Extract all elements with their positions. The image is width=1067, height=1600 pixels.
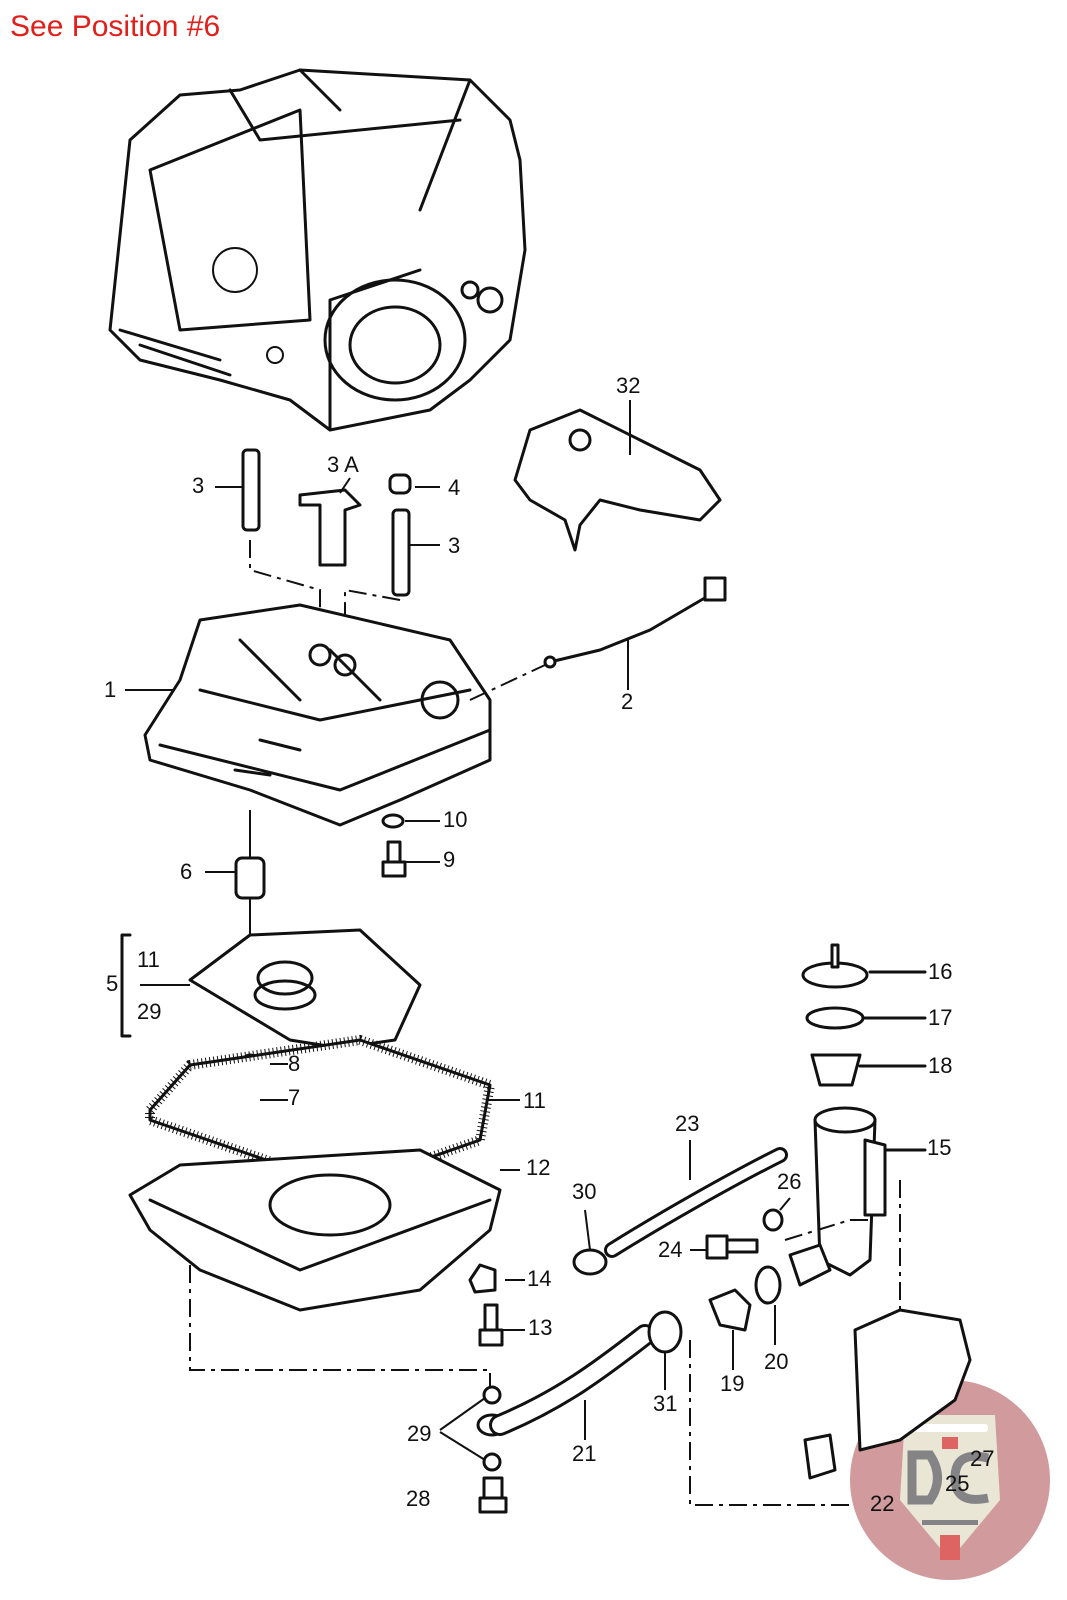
callout: 3 A (327, 452, 359, 477)
callout: 17 (928, 1005, 952, 1030)
logo-bottom-lettering (922, 1520, 978, 1525)
callout: 7 (288, 1085, 300, 1110)
logo-letter-c (950, 1451, 990, 1504)
callout: 10 (443, 807, 467, 832)
callout: 9 (443, 847, 455, 872)
logo-letter-d (907, 1450, 942, 1505)
part-32-cover (513, 408, 722, 552)
washer-29-bottom (482, 1452, 502, 1472)
seal-17 (805, 1006, 865, 1030)
callout: 3 (192, 473, 204, 498)
dcauto-watermark-logo (850, 1380, 1050, 1580)
callout: 20 (764, 1349, 788, 1374)
washer-26 (762, 1208, 784, 1232)
washer-29-top (482, 1385, 502, 1405)
callout: 32 (616, 373, 640, 398)
callout: 19 (720, 1371, 744, 1396)
gasket-11 (145, 1034, 496, 1181)
callout: 29 (407, 1421, 431, 1446)
bolt-28 (478, 1476, 508, 1514)
reservoir-15 (788, 1106, 887, 1287)
bolt-9 (381, 840, 407, 878)
page-title: See Position #6 (10, 10, 221, 43)
callout: 28 (406, 1486, 430, 1511)
callout: 11 (523, 1088, 546, 1113)
strainer-31 (647, 1310, 683, 1354)
bolt-24 (705, 1234, 759, 1260)
callout: 23 (675, 1111, 699, 1136)
spacer-6 (234, 856, 266, 900)
cable-part-2 (469, 576, 727, 701)
callout: 22 (870, 1491, 894, 1516)
transmission-housing (108, 68, 527, 432)
callout: 8 (288, 1051, 300, 1076)
callout: 25 (945, 1471, 969, 1496)
callout: 5 (106, 971, 118, 996)
callout: 14 (527, 1266, 551, 1291)
clip-14 (468, 1263, 497, 1294)
washer-10 (381, 813, 405, 829)
callout: 24 (658, 1237, 682, 1262)
callout: 21 (572, 1441, 596, 1466)
callout: 16 (928, 959, 952, 984)
shafts (241, 448, 412, 650)
callout: 30 (572, 1179, 596, 1204)
callout: 1 (104, 677, 116, 702)
filter-5 (120, 928, 422, 1050)
ring-20 (754, 1265, 782, 1305)
callout: 12 (526, 1155, 550, 1180)
callout: 13 (528, 1315, 552, 1340)
leader-lines (125, 400, 791, 1440)
callout-labels: 3 3 A 4 3 32 1 2 10 9 6 11 5 29 8 16 17 … (104, 373, 994, 1516)
bolt-13 (478, 1303, 504, 1347)
oil-pan-12 (128, 1148, 502, 1312)
callout: 15 (927, 1135, 951, 1160)
callout: 2 (621, 689, 633, 714)
callout: 18 (928, 1053, 952, 1078)
valve-body (143, 603, 492, 827)
logo-top-lettering (912, 1424, 988, 1432)
bracket-22 (689, 1180, 972, 1506)
callout: 26 (777, 1169, 801, 1194)
cap-16 (801, 943, 869, 989)
nut-19 (708, 1288, 752, 1332)
callout: 31 (653, 1391, 677, 1416)
callout: 11 (137, 947, 160, 972)
callout: 6 (180, 859, 192, 884)
callout: 3 (448, 533, 460, 558)
callout: 4 (448, 475, 460, 500)
strainer-18 (810, 1053, 862, 1087)
clamp-30 (572, 1248, 608, 1276)
callout: 27 (970, 1446, 994, 1471)
callout: 29 (137, 999, 161, 1024)
